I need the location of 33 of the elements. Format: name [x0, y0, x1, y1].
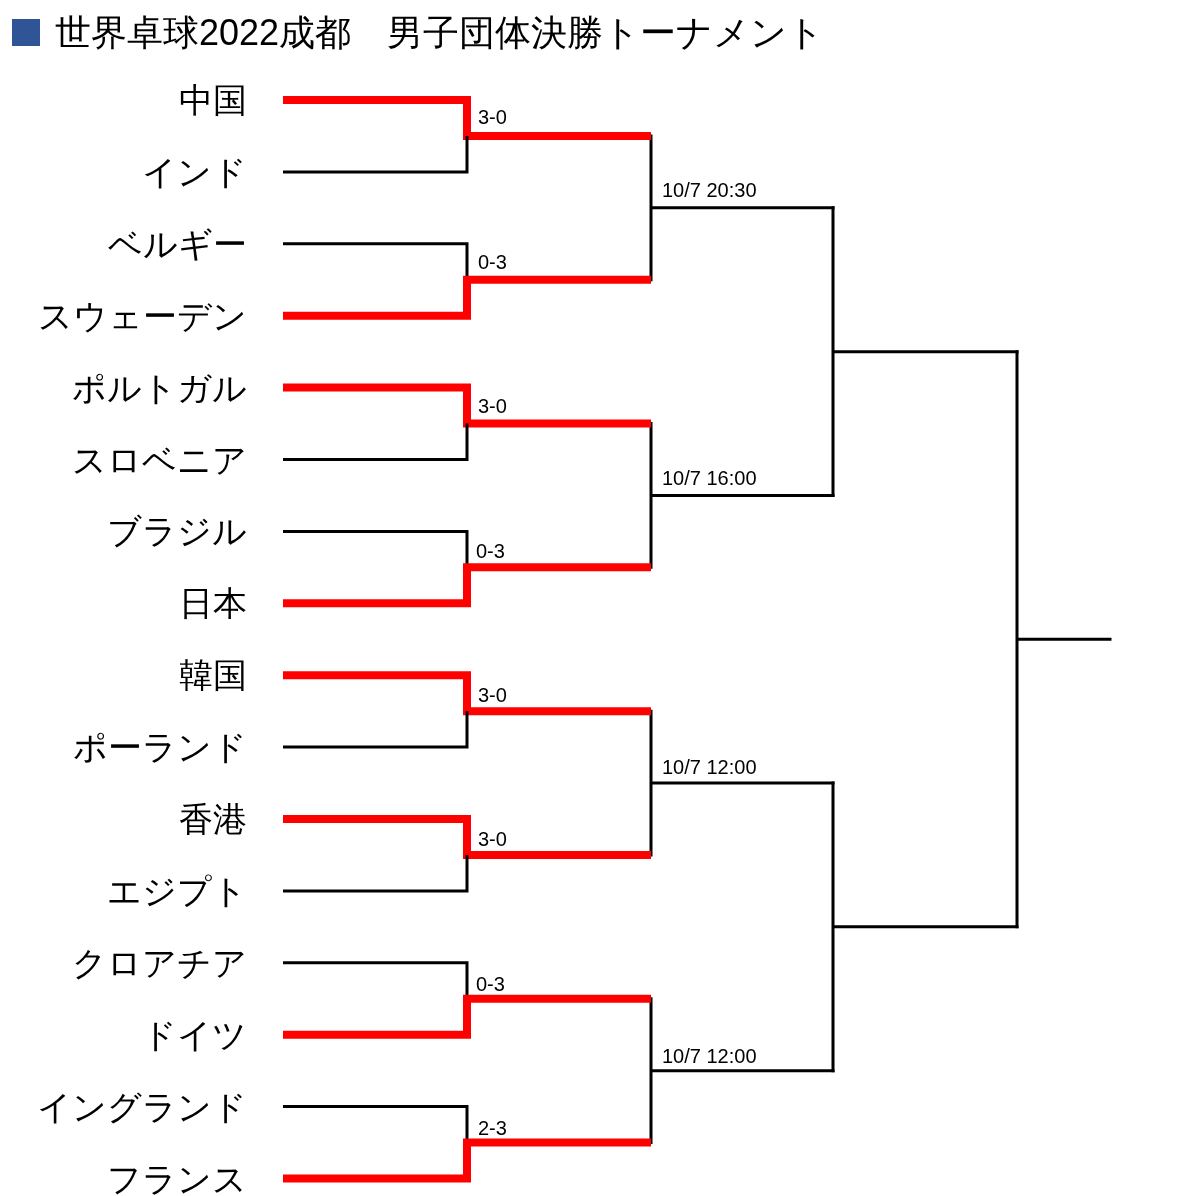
match-score: 3-0: [478, 394, 507, 418]
team-name: ベルギー: [108, 226, 247, 261]
title: 世界卓球2022成都 男子団体決勝トーナメント: [55, 14, 825, 52]
team-name: ポーランド: [73, 730, 247, 765]
bracket-line: [283, 135, 469, 174]
team-name: 香港: [179, 802, 247, 836]
team-name: クロアチア: [72, 945, 247, 980]
match-score: 3-0: [478, 105, 507, 129]
match-score: 3-0: [478, 827, 507, 851]
match-time: 10/7 12:00: [662, 1044, 757, 1068]
team-name: イングランド: [37, 1089, 247, 1124]
match-score: 0-3: [476, 539, 505, 563]
match-score: 3-0: [478, 683, 507, 707]
team-name: ポルトガル: [72, 370, 247, 405]
team-name: 中国: [179, 83, 247, 117]
team-name: フランス: [107, 1161, 247, 1196]
bracket-line: [283, 854, 469, 893]
team-name: スウェーデン: [38, 298, 247, 333]
team-name: ドイツ: [142, 1017, 247, 1052]
bracket-line: [283, 423, 469, 461]
team-name: ブラジル: [107, 514, 247, 549]
team-name: エジプト: [107, 873, 247, 908]
match-score: 2-3: [478, 1116, 507, 1140]
team-name: スロベニア: [72, 442, 247, 477]
match-time: 10/7 16:00: [662, 466, 757, 490]
match-score: 0-3: [476, 972, 505, 996]
team-name: 日本: [179, 586, 247, 621]
match-time: 10/7 12:00: [662, 755, 757, 779]
team-name: 韓国: [179, 658, 247, 693]
team-name: インド: [142, 154, 247, 189]
match-score: 0-3: [478, 250, 507, 274]
bracket-line: [283, 711, 469, 749]
match-time: 10/7 20:30: [662, 178, 757, 202]
